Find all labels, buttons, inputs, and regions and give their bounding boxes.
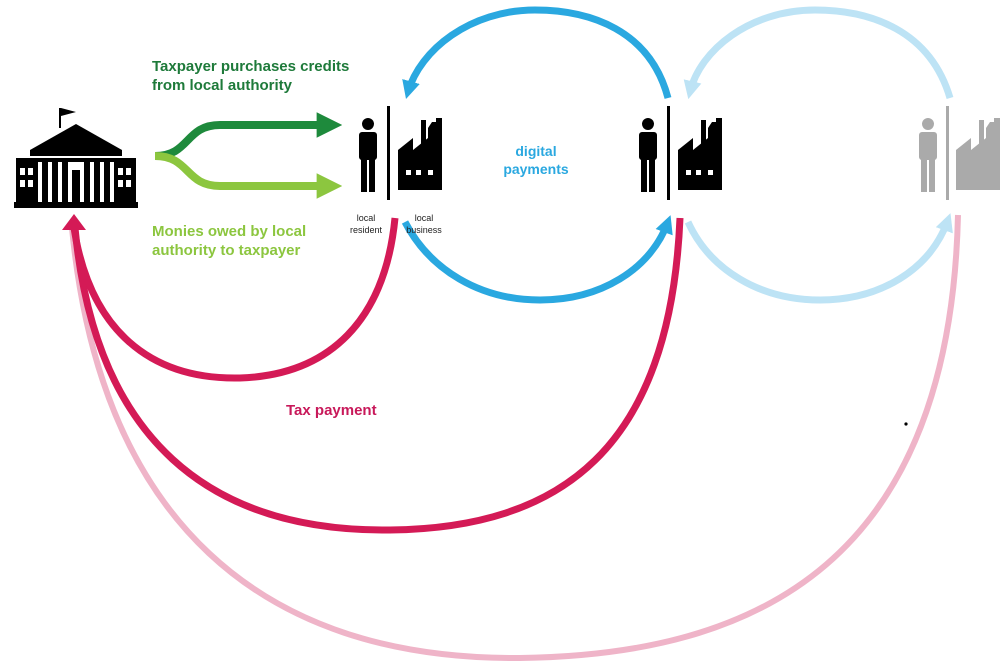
monies-label: Monies owed by local authority to taxpay… — [152, 223, 307, 259]
credits-label: Taxpayer purchases credits from local au… — [152, 58, 350, 94]
factory-icon — [678, 118, 722, 190]
person-icon — [639, 118, 657, 192]
digital-payment-arc-bottom — [401, 215, 673, 304]
tax-arrowhead — [62, 214, 86, 230]
stray-dot — [904, 422, 908, 426]
tax-payment-arc-middle — [71, 217, 684, 534]
tax-payment-label: Tax payment — [286, 402, 377, 419]
digital-payments-label: digital payments — [503, 143, 569, 177]
digital-payment-arc-faded-top — [683, 6, 954, 100]
person-icon — [359, 118, 377, 192]
local-business-label: local business — [406, 213, 442, 235]
divider — [667, 106, 670, 200]
digital-payment-arc-top — [402, 6, 672, 99]
government-building-icon — [14, 108, 138, 208]
divider — [387, 106, 390, 200]
person-icon — [919, 118, 937, 192]
divider — [946, 106, 949, 200]
credits-arrow — [154, 112, 343, 160]
digital-payment-arc-faded-bottom — [684, 213, 953, 304]
monies-arrow — [154, 152, 343, 199]
factory-icon — [956, 118, 1000, 190]
local-resident-label: local resident — [349, 213, 383, 235]
tax-payment-arc-outer — [69, 214, 961, 662]
tax-payment-arc-inner — [70, 217, 399, 382]
factory-icon — [398, 118, 442, 190]
